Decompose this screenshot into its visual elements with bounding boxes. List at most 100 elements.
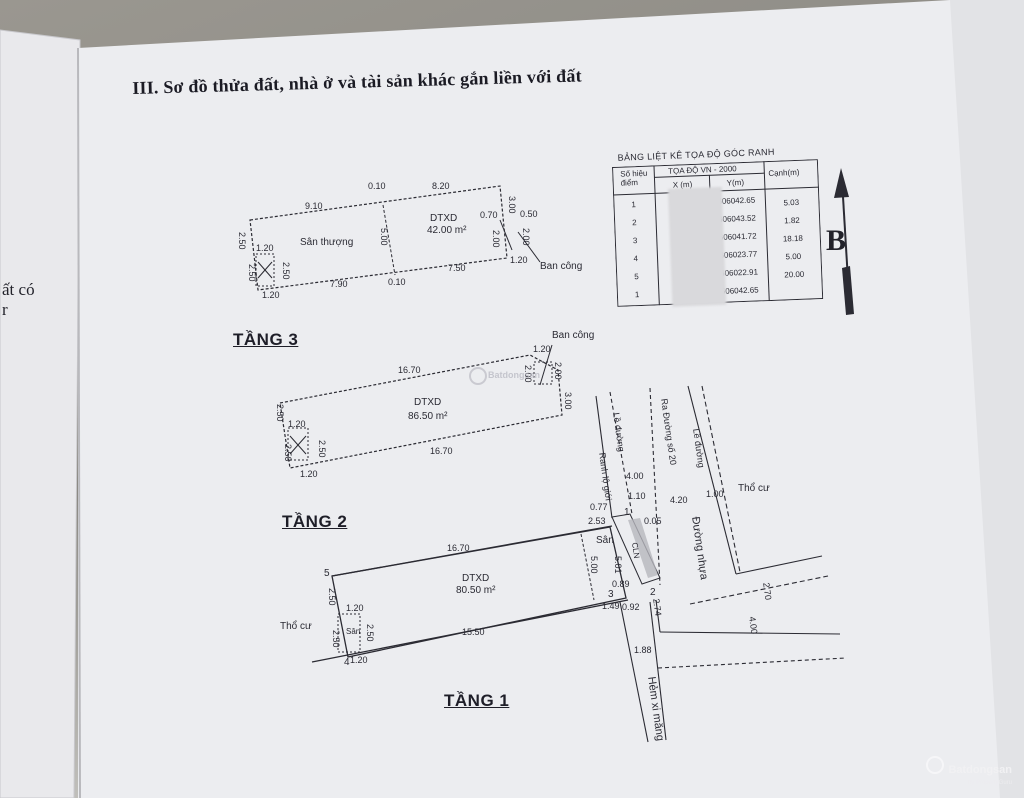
f3-dim-top-left: 9.10 [305, 201, 323, 211]
row1-edge: 5.03 [783, 197, 800, 208]
f1-dim-yard-top: 1.20 [346, 603, 364, 613]
f3-dim-left: 2.50 [237, 232, 247, 250]
coordinate-table: BẢNG LIỆT KÊ TỌA ĐỘ GÓC RANH Số hiệu điể… [612, 147, 824, 307]
floor2-outline [279, 354, 563, 469]
row5-point: 5 [634, 272, 639, 282]
row1-point: 1 [631, 200, 637, 210]
f2-area-value: 86.50 m² [408, 411, 448, 422]
watermark-corner-sub: by PropertyGuru [967, 780, 1012, 786]
f3-balcony-label: Ban công [540, 261, 583, 272]
f2-dim-stair-bottom: 1.20 [300, 469, 318, 479]
f3-dim-right-top: 3.00 [507, 196, 517, 214]
floor1-outline [311, 525, 629, 663]
f1-point-5: 5 [324, 568, 330, 579]
f3-room-label: Sân thượng [300, 237, 354, 248]
f1-dim-2-74: 2.74 [651, 597, 664, 617]
roads [595, 385, 847, 743]
row3-y: 606041.72 [718, 231, 757, 242]
f1-dim-1-88: 1.88 [634, 645, 652, 655]
f3-dim-bottom-right: 7.50 [448, 263, 466, 273]
f3-dim-stair-right: 2.50 [281, 262, 291, 280]
f3-dim-balcony-e: 1.20 [510, 255, 528, 265]
f3-area-value: 42.00 m² [427, 225, 467, 236]
f1-dim-1-49: 1.49 [602, 601, 620, 611]
f2-dim-balcony-top: 1.20 [533, 344, 551, 354]
f2-dim-top: 16.70 [398, 365, 421, 375]
f1-dim-road-4: 4.00 [626, 471, 644, 481]
f2-dim-stair-top: 1.20 [288, 419, 306, 429]
f1-dim-road-4-20: 4.20 [670, 495, 688, 505]
floor2-title: TẦNG 2 [282, 512, 348, 531]
row1-y: 606042.65 [717, 195, 756, 206]
f1-dim-road-1-00: 1.00 [706, 489, 724, 499]
f2-dim-bottom: 16.70 [430, 446, 453, 456]
north-label: B [826, 224, 847, 257]
f1-area-value: 80.50 m² [456, 585, 496, 596]
watermark-logo [469, 367, 487, 385]
row4-y: 606023.77 [719, 249, 758, 260]
watermark-corner-icon [926, 756, 944, 774]
floor3-inner [255, 204, 541, 287]
floor1-title: TẦNG 1 [444, 691, 510, 710]
floor1-inner [337, 533, 595, 653]
row3-edge: 18.18 [782, 233, 804, 244]
row5-edge: 20.00 [784, 269, 805, 280]
f1-dim-0-05: 0.05 [644, 516, 662, 526]
col-point-header: Số hiệu điểm [620, 168, 648, 188]
f1-dim-top: 16.70 [447, 543, 470, 553]
row2-point: 2 [631, 218, 637, 228]
f3-dim-balcony-c: 2.00 [491, 230, 501, 248]
col-y-header: Y(m) [726, 177, 745, 188]
f2-dim-right: 3.00 [563, 392, 573, 410]
f2-dim-stair-left: 2.50 [283, 444, 293, 462]
f1-dim-yard-right: 2.50 [365, 624, 375, 642]
f3-dim-bottom-left: 7.90 [330, 279, 348, 289]
f1-point-2: 2 [650, 587, 656, 598]
f3-area-label: DTXD [430, 213, 458, 224]
row3-point: 3 [632, 236, 638, 246]
floor2-inner [287, 344, 553, 461]
f3-dim-top-right: 8.20 [432, 181, 450, 191]
floor3-title: TẦNG 3 [233, 330, 299, 349]
f1-dim-yard-depth: 5.00 [589, 556, 599, 574]
row5-y: 606022.91 [719, 267, 759, 278]
f1-point-3: 3 [608, 589, 614, 600]
f1-dim-yard-left: 2.50 [331, 630, 341, 648]
f1-dim-bottom: 15.50 [462, 627, 485, 637]
f1-dim-0-77: 0.77 [590, 502, 608, 512]
f1-neighbor-right: Thổ cư [738, 483, 770, 494]
f3-dim-balcony-b: 0.50 [520, 209, 538, 219]
row4-edge: 5.00 [785, 251, 802, 262]
f3-dim-inner-wall: 5.00 [379, 228, 389, 246]
f1-dim-road-4-00b: 4.00 [747, 615, 760, 635]
watermark-corner-text: Batdongsan [948, 764, 1012, 776]
watermark-center-text: Batdongsan [488, 370, 541, 380]
f1-dim-0-92: 0.92 [622, 602, 640, 612]
left-page-fragment-1: ất có [2, 280, 35, 299]
f1-yard-label: Sân [596, 535, 614, 546]
f2-balcony-label: Ban công [552, 330, 595, 341]
f3-dim-top-mid: 0.10 [368, 181, 386, 191]
f3-dim-stair-top: 1.20 [256, 243, 274, 253]
redacted-x-column [667, 186, 727, 307]
f1-neighbor-left: Thổ cư [280, 621, 312, 632]
north-arrow-icon [834, 168, 854, 315]
col-edge-header: Cạnh(m) [768, 167, 800, 178]
f3-dim-balcony-d: 2.00 [521, 228, 531, 246]
f1-dim-2-53: 2.53 [588, 516, 606, 526]
row4-point: 4 [633, 254, 639, 264]
f2-dim-left: 2.50 [275, 404, 285, 422]
f1-dim-left: 2.50 [327, 588, 337, 606]
f1-point-4: 4 [344, 657, 350, 668]
row6-y: 606042.65 [720, 285, 759, 296]
f2-area-label: DTXD [414, 397, 442, 408]
f3-dim-bottom-mid: 0.10 [388, 277, 406, 287]
row2-edge: 1.82 [784, 215, 800, 226]
f3-dim-stair-bottom: 1.20 [262, 290, 280, 300]
f1-dim-0-89: 0.89 [612, 579, 630, 589]
f1-dim-setback: 5.01 [613, 556, 623, 574]
f2-dim-stair-right: 2.50 [317, 440, 327, 458]
f1-small-yard-label: Sân [346, 627, 361, 636]
